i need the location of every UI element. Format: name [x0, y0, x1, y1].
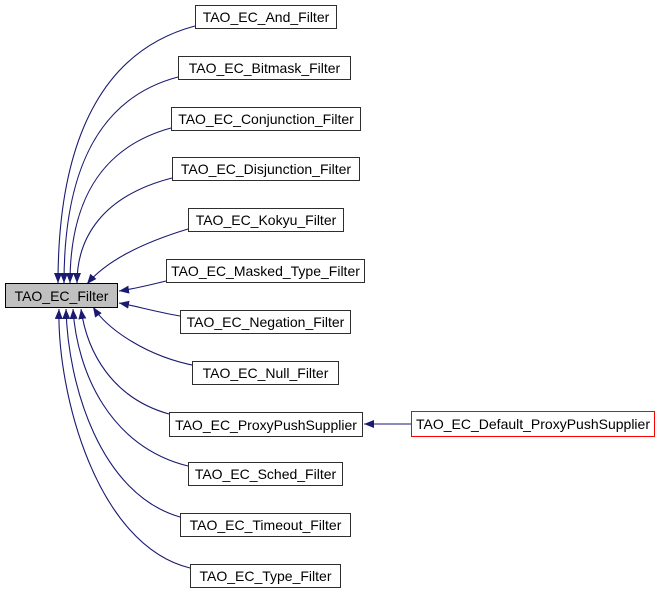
- node-tao-ec-kokyu-filter[interactable]: TAO_EC_Kokyu_Filter: [188, 208, 344, 232]
- edge-bitmask-filter-to-filter: [60, 76, 179, 284]
- edge-disjunction-filter-to-filter: [73, 177, 173, 284]
- edge-timeout-filter-to-filter: [62, 308, 181, 518]
- node-tao-ec-proxypushsupplier[interactable]: TAO_EC_ProxyPushSupplier: [169, 412, 363, 437]
- edge-type-filter-to-filter: [54, 308, 191, 569]
- node-tao-ec-null-filter[interactable]: TAO_EC_Null_Filter: [192, 361, 339, 385]
- edge-proxypushsupplier-to-filter: [78, 308, 170, 415]
- node-tao-ec-type-filter[interactable]: TAO_EC_Type_Filter: [190, 564, 341, 588]
- node-tao-ec-default-proxypushsupplier[interactable]: TAO_EC_Default_ProxyPushSupplier: [411, 411, 655, 437]
- node-tao-ec-conjunction-filter[interactable]: TAO_EC_Conjunction_Filter: [171, 107, 361, 131]
- node-tao-ec-masked-type-filter[interactable]: TAO_EC_Masked_Type_Filter: [166, 259, 365, 283]
- node-tao-ec-filter-current: TAO_EC_Filter: [5, 283, 118, 308]
- node-tao-ec-negation-filter[interactable]: TAO_EC_Negation_Filter: [180, 310, 351, 334]
- edge-negation-filter-to-filter: [118, 300, 181, 317]
- edge-and-filter-to-filter: [54, 25, 196, 284]
- node-tao-ec-and-filter[interactable]: TAO_EC_And_Filter: [195, 5, 337, 29]
- edge-masked-type-filter-to-filter: [118, 280, 167, 294]
- node-tao-ec-timeout-filter[interactable]: TAO_EC_Timeout_Filter: [180, 513, 351, 537]
- node-tao-ec-bitmask-filter[interactable]: TAO_EC_Bitmask_Filter: [178, 56, 351, 80]
- node-tao-ec-disjunction-filter[interactable]: TAO_EC_Disjunction_Filter: [172, 157, 360, 181]
- edge-kokyu-filter-to-filter: [86, 228, 189, 285]
- node-tao-ec-sched-filter[interactable]: TAO_EC_Sched_Filter: [188, 462, 343, 486]
- edge-conjunction-filter-to-filter: [66, 127, 172, 284]
- edge-null-filter-to-filter: [92, 306, 198, 367]
- edge-sched-filter-to-filter: [69, 308, 189, 467]
